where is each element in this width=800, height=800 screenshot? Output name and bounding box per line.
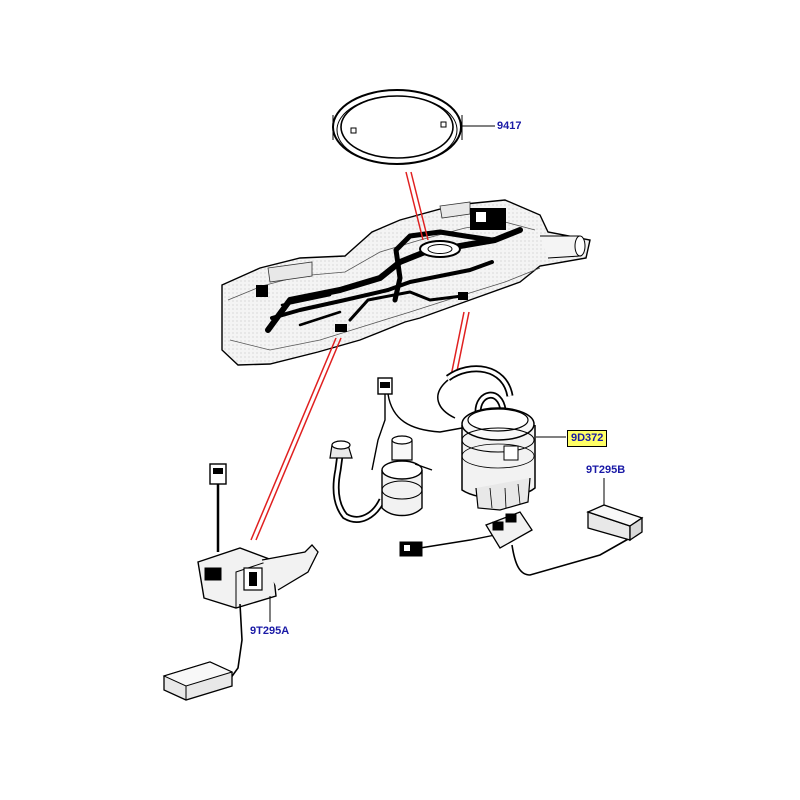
fuel-filter-part: [329, 435, 433, 523]
seal-ring-part: [332, 89, 463, 165]
fuel-pump-module-part: [437, 365, 536, 511]
guide-lines: [250, 171, 470, 541]
fuel-tank-part: [221, 199, 591, 366]
callout-9t295b[interactable]: 9T295B: [586, 464, 626, 476]
callout-9417[interactable]: 9417: [497, 120, 522, 132]
fuel-sender-a-part: [162, 463, 319, 701]
fuel-sender-b-part: [399, 504, 644, 576]
callout-9d372[interactable]: 9D372: [567, 430, 608, 447]
callout-9t295a[interactable]: 9T295A: [250, 625, 290, 637]
wiring-connector-part: [371, 377, 463, 471]
